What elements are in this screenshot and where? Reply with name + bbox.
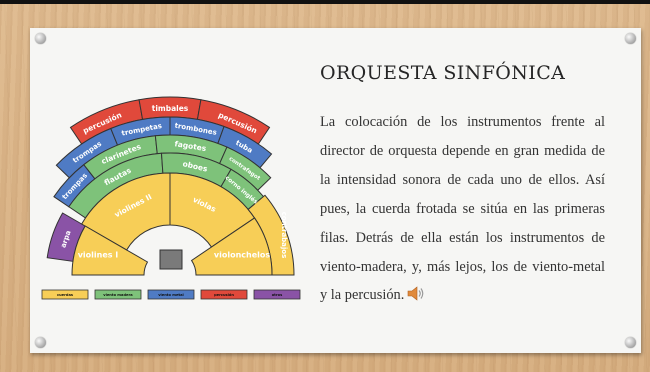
legend-label: percusión bbox=[214, 293, 234, 297]
screw-icon bbox=[625, 337, 636, 348]
section-violonchelos bbox=[190, 217, 273, 276]
legend-label: viento metal bbox=[158, 293, 184, 297]
slide-title: ORQUESTA SINFÓNICA bbox=[320, 62, 566, 84]
legend-swatch bbox=[253, 289, 301, 300]
screw-icon bbox=[625, 33, 636, 44]
legend-swatch bbox=[94, 289, 142, 300]
speaker-icon[interactable] bbox=[407, 283, 425, 312]
legend-label: cuerdas bbox=[57, 293, 73, 297]
top-border bbox=[0, 0, 650, 4]
section-label-timbales: timbales bbox=[152, 104, 189, 113]
orchestra-seating-diagram: percusióntimbalespercusióntrompastrompet… bbox=[41, 96, 301, 300]
screw-icon bbox=[35, 337, 46, 348]
section-label-violonchelos: violonchelos bbox=[214, 251, 270, 260]
slide-paragraph: La colocación de los instrumentos frente… bbox=[320, 108, 605, 312]
conductor-podium bbox=[159, 249, 183, 270]
legend-swatch bbox=[41, 289, 89, 300]
legend-label: otros bbox=[272, 293, 283, 297]
section-violines-i bbox=[71, 225, 149, 276]
section-label-contrabajos: contrabajos bbox=[280, 212, 288, 259]
section-label-violines_i: violines I bbox=[78, 251, 119, 260]
screw-icon bbox=[35, 33, 46, 44]
legend-label: viento madera bbox=[103, 293, 133, 297]
legend-swatch bbox=[200, 289, 248, 300]
paragraph-text: La colocación de los instrumentos frente… bbox=[320, 114, 605, 304]
legend-swatch bbox=[147, 289, 195, 300]
